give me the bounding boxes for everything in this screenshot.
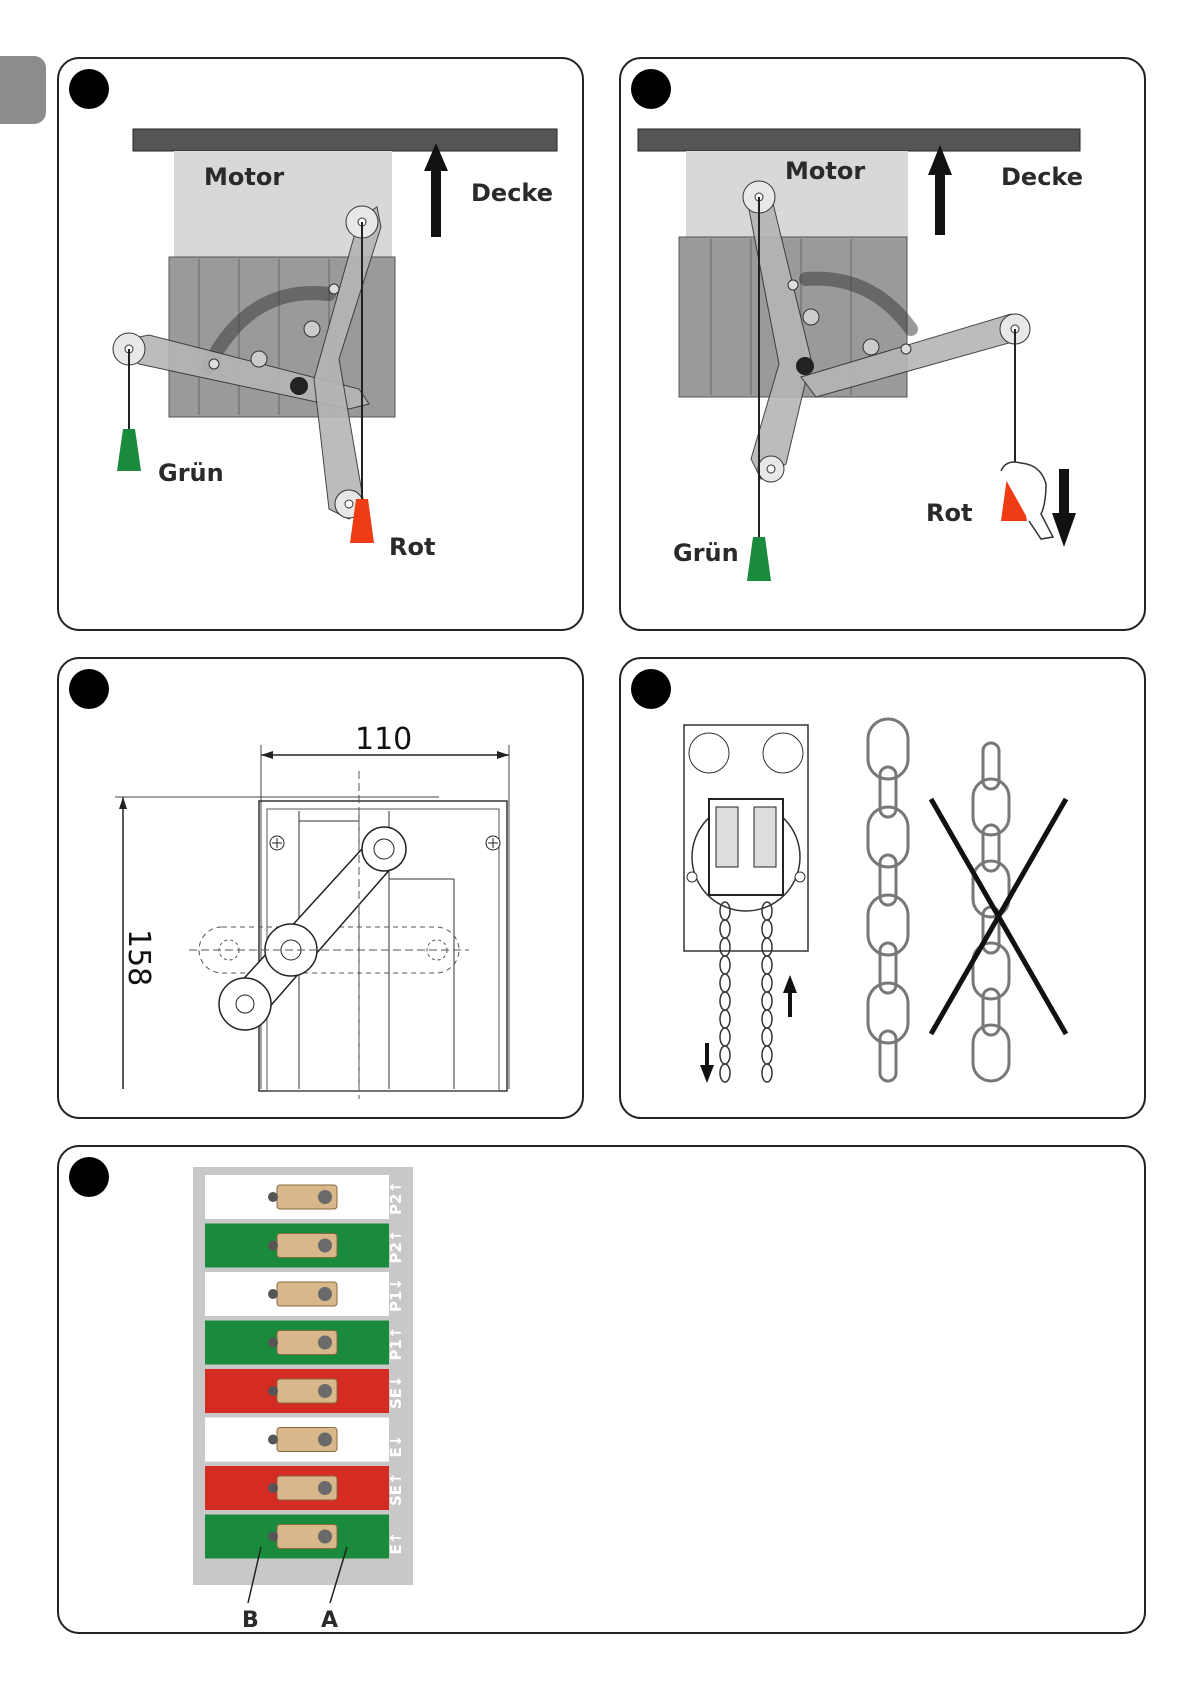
contact-point-b — [268, 1338, 278, 1348]
ceiling-bar — [133, 129, 557, 151]
motor-label: Motor — [785, 157, 865, 185]
figure-panel-5: P2↑ P2↑ P1↓ P1↑ SE↓ E↓ SE↑ E↑ B A — [57, 1145, 1146, 1634]
red-label: Rot — [389, 533, 435, 561]
terminal-label: SE↑ — [387, 1472, 405, 1506]
contact-point-a — [318, 1190, 332, 1204]
terminal-label: E↓ — [387, 1435, 405, 1458]
figure-panel-1: Motor Decke Grün Rot — [57, 57, 584, 631]
contact-point-a — [318, 1384, 332, 1398]
section-tab — [0, 56, 46, 124]
figure-panel-3: 110 158 — [57, 657, 584, 1119]
green-label: Grün — [158, 459, 224, 487]
ceiling-label: Decke — [1001, 163, 1083, 191]
terminal-row: P2↑ — [205, 1224, 405, 1268]
terminal-row: SE↓ — [205, 1369, 405, 1413]
ceiling-label: Decke — [471, 179, 553, 207]
lever-diagram-2: Motor Decke Grün Rot — [621, 59, 1148, 633]
contact-point-b — [268, 1386, 278, 1396]
contact-point-a — [318, 1336, 332, 1350]
figure-panel-4 — [619, 657, 1146, 1119]
pivot-axle — [290, 377, 308, 395]
label-b: B — [242, 1608, 259, 1633]
motor-label: Motor — [204, 163, 284, 191]
up-arrow-shaft — [935, 171, 945, 235]
green-weight — [747, 537, 771, 581]
terminal-row: E↓ — [205, 1418, 405, 1462]
contact-point-b — [268, 1483, 278, 1493]
terminal-label: P2↑ — [387, 1230, 405, 1264]
down-arrow-shaft — [1059, 469, 1069, 517]
green-weight — [117, 429, 141, 471]
up-arrow-shaft — [788, 989, 792, 1017]
contact-point-a — [318, 1481, 332, 1495]
ceiling-bar — [638, 129, 1080, 151]
dimension-drawing: 110 158 — [59, 659, 586, 1121]
chain-correct — [868, 719, 908, 1081]
green-label: Grün — [673, 539, 739, 567]
contact-point-b — [268, 1435, 278, 1445]
figure-panel-2: Motor Decke Grün Rot — [619, 57, 1146, 631]
contact-point-a — [318, 1239, 332, 1253]
contact-point-b — [268, 1241, 278, 1251]
contact-point-a — [318, 1530, 332, 1544]
chain-diagram — [621, 659, 1148, 1121]
contact-point-b — [268, 1289, 278, 1299]
down-arrow-head — [700, 1065, 714, 1083]
terminal-block-diagram: P2↑ P2↑ P1↓ P1↑ SE↓ E↓ SE↑ E↑ B A — [59, 1147, 1148, 1636]
red-label: Rot — [926, 499, 972, 527]
up-arrow-shaft — [431, 167, 441, 237]
terminal-row: P1↓ — [205, 1272, 405, 1316]
terminal-row: E↑ — [205, 1515, 405, 1559]
pivot-axle — [796, 357, 814, 375]
terminal-label: P2↑ — [387, 1181, 405, 1215]
lever-diagram-1: Motor Decke Grün Rot — [59, 59, 586, 633]
contact-point-a — [318, 1287, 332, 1301]
terminal-label: SE↓ — [387, 1375, 405, 1409]
terminal-row: P1↑ — [205, 1321, 405, 1365]
terminal-label: E↑ — [387, 1532, 405, 1555]
terminal-label: P1↓ — [387, 1278, 405, 1312]
contact-point-b — [268, 1532, 278, 1542]
contact-point-b — [268, 1192, 278, 1202]
terminal-row: SE↑ — [205, 1466, 405, 1510]
label-a: A — [321, 1608, 338, 1633]
down-arrow-head — [1052, 513, 1076, 547]
terminal-label: P1↑ — [387, 1327, 405, 1361]
contact-point-a — [318, 1433, 332, 1447]
terminal-row: P2↑ — [205, 1175, 405, 1219]
width-dimension: 110 — [355, 722, 412, 757]
height-dimension: 158 — [121, 929, 156, 986]
up-arrow-head — [783, 975, 797, 993]
